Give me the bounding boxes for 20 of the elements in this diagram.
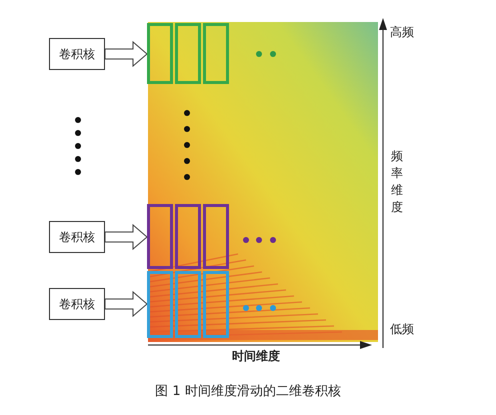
kernel-box bbox=[147, 271, 173, 338]
label-box: 卷积核 bbox=[49, 288, 105, 320]
axis-label: 时间维度 bbox=[232, 349, 281, 364]
kernel-box bbox=[203, 23, 229, 84]
kernel-box bbox=[175, 271, 201, 338]
axis-label: 低频 bbox=[390, 322, 415, 337]
kernel-box bbox=[175, 23, 201, 84]
kernel-box bbox=[203, 271, 229, 338]
figure-caption: 图 1 时间维度滑动的二维卷积核 bbox=[154, 384, 342, 399]
axis-label: 高频 bbox=[390, 25, 415, 40]
kernel-box bbox=[203, 204, 229, 269]
block-arrow bbox=[104, 224, 148, 250]
kernel-box bbox=[175, 204, 201, 269]
kernel-box bbox=[147, 23, 173, 84]
axis-label: 频率维度 bbox=[391, 148, 404, 216]
label-box: 卷积核 bbox=[49, 221, 105, 253]
kernel-box bbox=[147, 204, 173, 269]
block-arrow bbox=[104, 290, 148, 318]
label-box: 卷积核 bbox=[49, 38, 105, 70]
block-arrow bbox=[104, 40, 148, 68]
